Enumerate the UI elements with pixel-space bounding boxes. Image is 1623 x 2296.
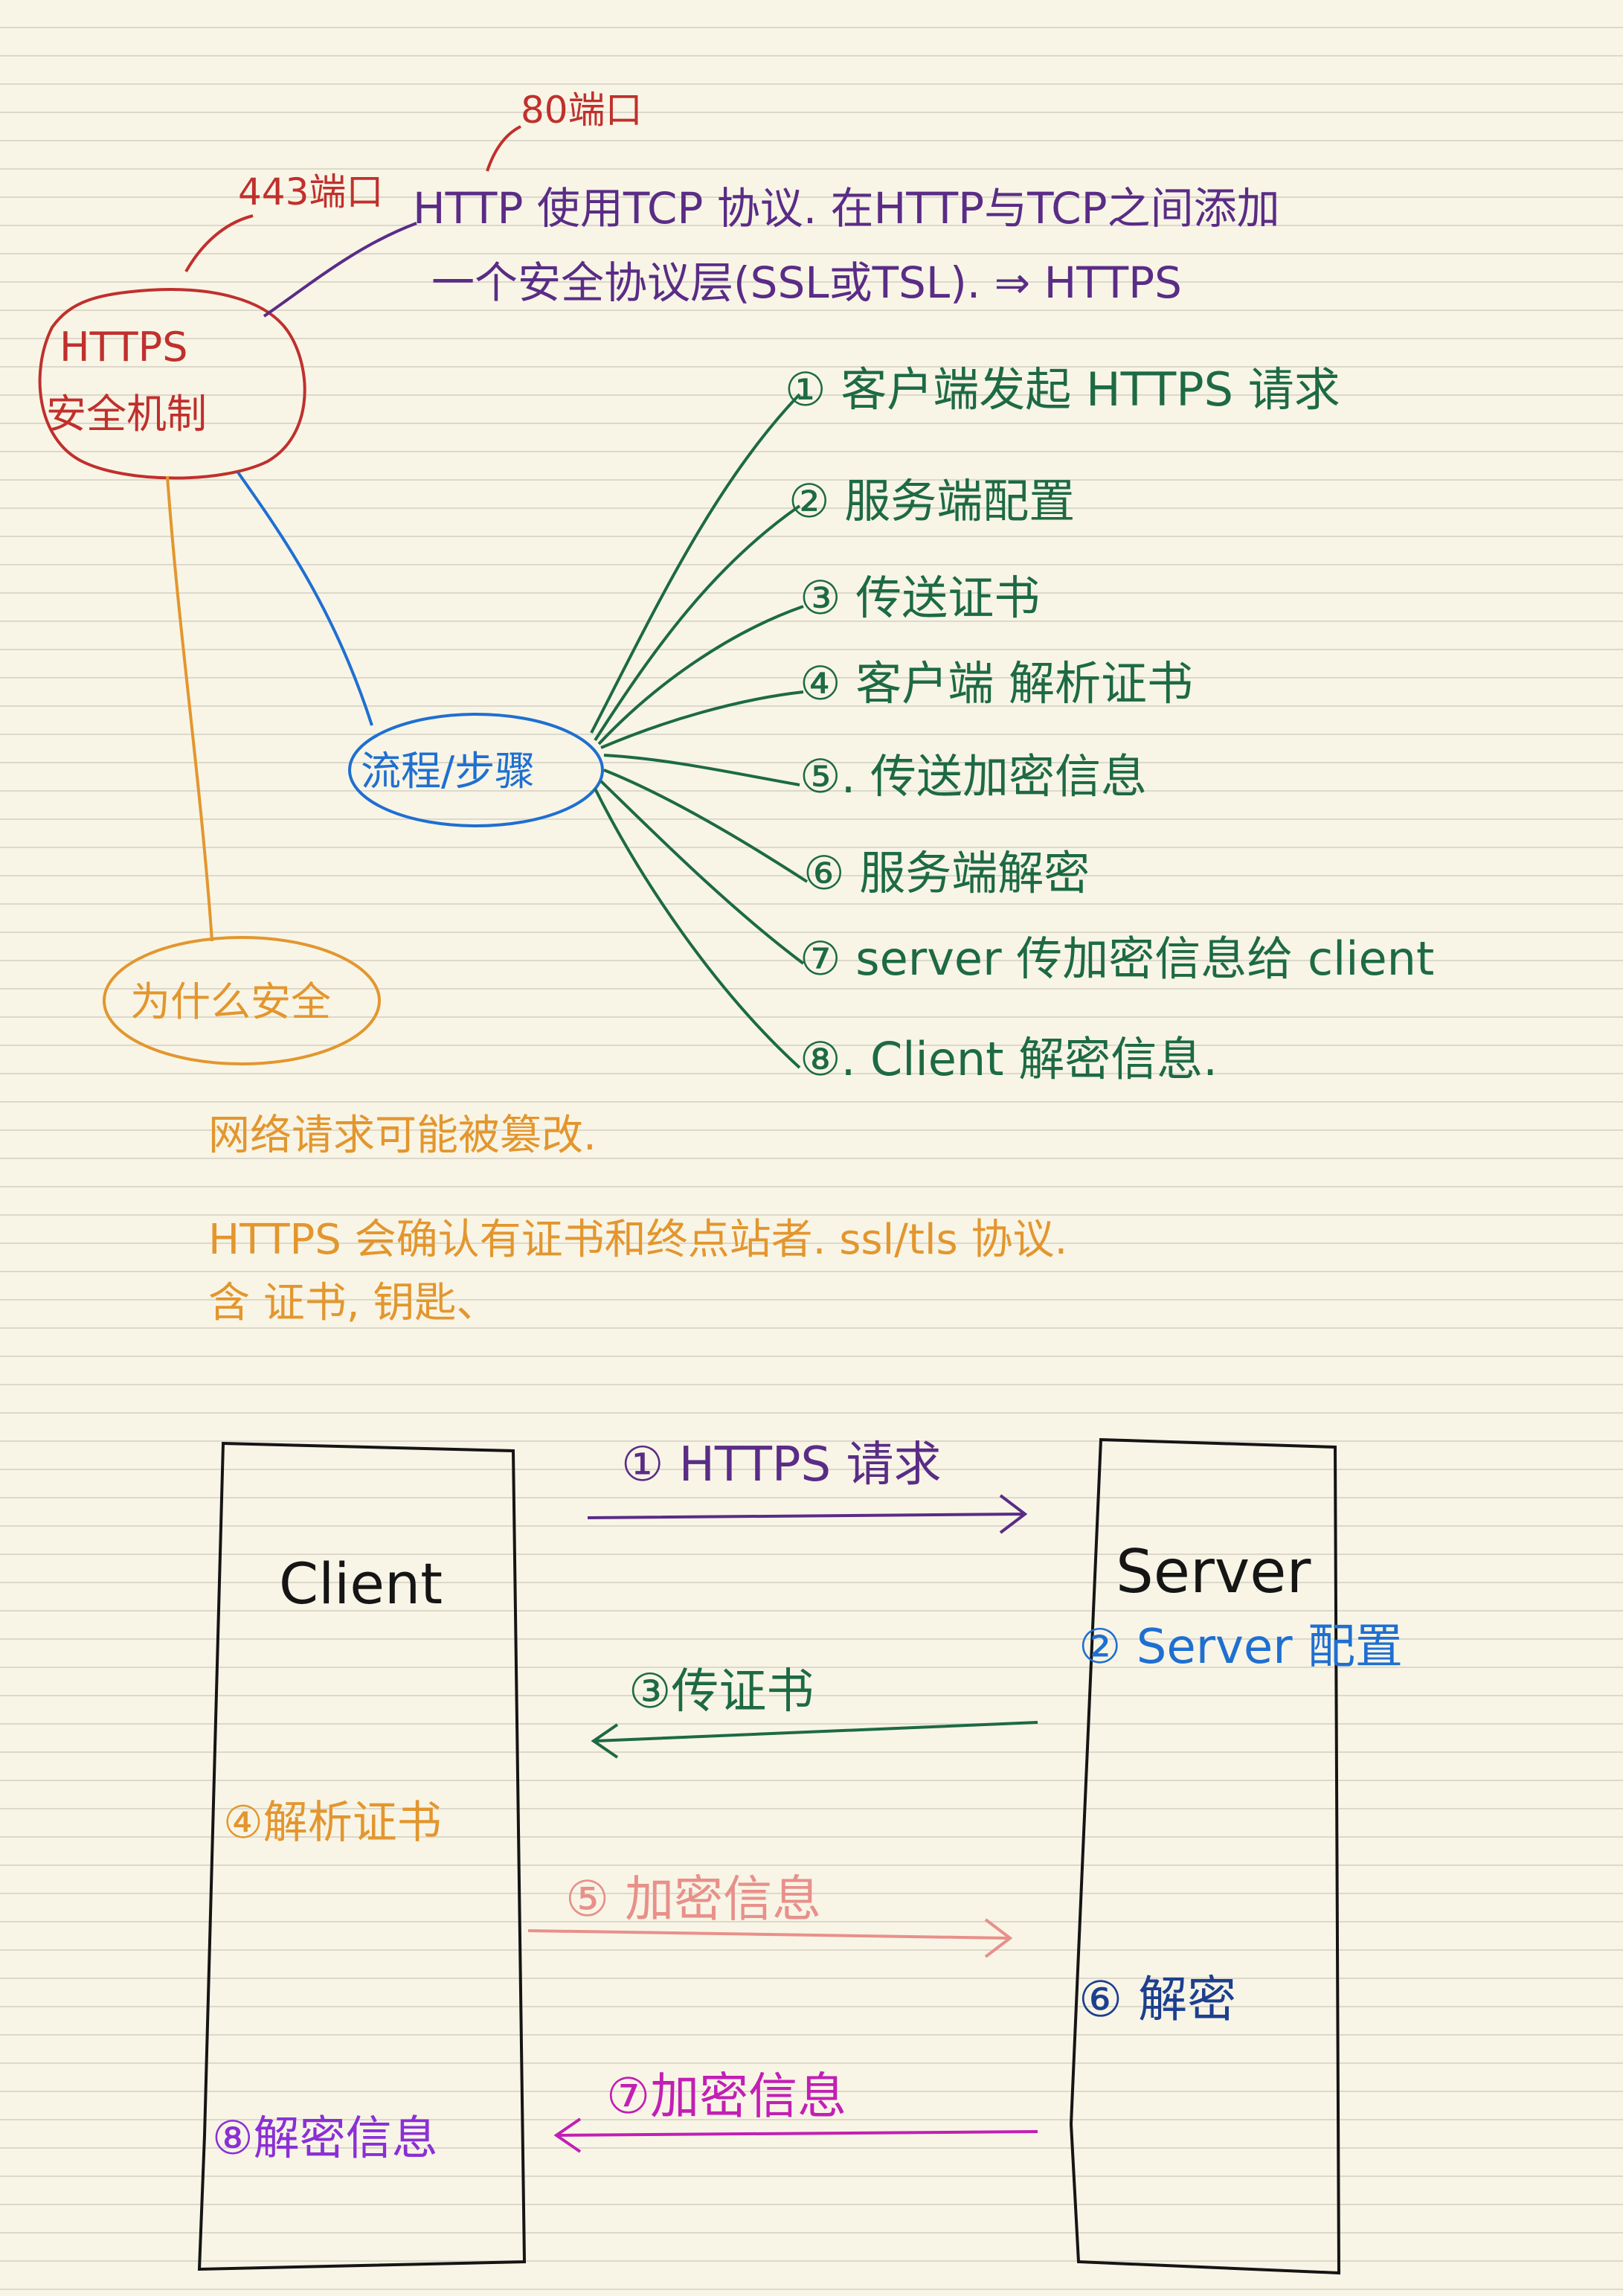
msg-4-label: ④解析证书 (223, 1797, 442, 1849)
msg-8-label: ⑧解密信息 (212, 2111, 438, 2165)
server-column (1069, 1437, 1341, 2275)
port-80-label: 80端口 (521, 89, 643, 132)
step-5: ⑤. 传送加密信息 (800, 749, 1147, 804)
why-link (166, 475, 213, 942)
msg-6-label: ⑥ 解密 (1079, 1971, 1236, 2028)
port-80-link (486, 125, 521, 172)
https-mechanism-bubble (38, 288, 306, 480)
note-3: 含 证书, 钥匙、 (208, 1279, 498, 1327)
note-2: HTTPS 会确认有证书和终点站者. ssl/tls 协议. (208, 1216, 1067, 1264)
step-3: ③ 传送证书 (800, 571, 1040, 625)
definition-line1: HTTP 使用TCP 协议. 在HTTP与TCP之间添加 (413, 183, 1280, 234)
msg-2-label: ② Server 配置 (1079, 1620, 1403, 1675)
process-label: 流程/步骤 (361, 748, 535, 795)
msg-1-arrow (587, 1494, 1028, 1534)
step-1: ① 客户端发起 HTTPS 请求 (785, 362, 1340, 417)
definition-line2: 一个安全协议层(SSL或TSL). ⇒ HTTPS (431, 257, 1182, 308)
note-1: 网络请求可能被篡改. (208, 1112, 597, 1160)
step-branches (590, 393, 809, 1069)
process-bubble (348, 713, 604, 827)
server-label: Server (1116, 1537, 1311, 1606)
port-443-label: 443端口 (238, 170, 383, 214)
msg-7-arrow (553, 2117, 1038, 2153)
port-443-link (184, 214, 254, 272)
step-2: ② 服务端配置 (788, 474, 1075, 528)
msg-5-label: ⑤ 加密信息 (565, 1870, 821, 1928)
msg-1-label: ① HTTPS 请求 (621, 1437, 941, 1492)
center-line1: HTTPS (60, 324, 187, 371)
msg-3-label: ③传证书 (629, 1664, 814, 1719)
msg-3-arrow (591, 1721, 1038, 1759)
client-label: Client (279, 1551, 443, 1617)
step-6: ⑥ 服务端解密 (803, 846, 1090, 900)
process-link (237, 471, 373, 726)
definition-link (263, 222, 417, 318)
step-4: ④ 客户端 解析证书 (800, 656, 1193, 711)
center-line2: 安全机制 (46, 391, 207, 437)
msg-5-arrow (527, 1918, 1013, 1958)
why-label: 为什么安全 (130, 978, 331, 1025)
msg-7-label: ⑦加密信息 (606, 2068, 846, 2125)
step-8: ⑧. Client 解密信息. (800, 1032, 1218, 1086)
step-7: ⑦ server 传加密信息给 client (800, 931, 1434, 986)
client-column (197, 1441, 527, 2271)
why-bubble (103, 936, 381, 1065)
